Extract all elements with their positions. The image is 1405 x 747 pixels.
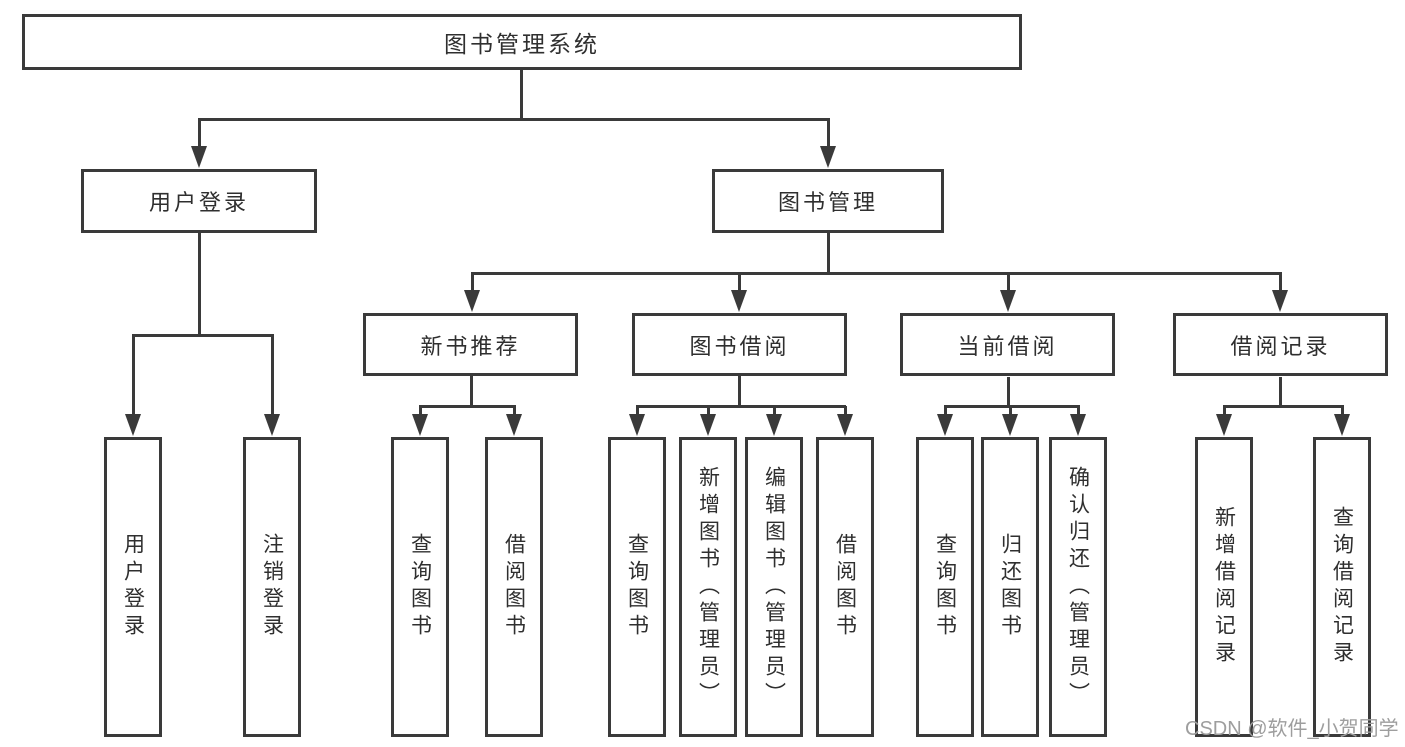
- leaf-add-borrow-record-label: 新增借阅记录: [1212, 506, 1236, 668]
- node-new-book-recommend-label: 新书推荐: [420, 333, 521, 359]
- leaf-edit-books-admin: 编辑图书（管理员）: [745, 437, 803, 737]
- connector-line: [773, 406, 776, 416]
- watermark: CSDN @软件_小贺同学: [1185, 718, 1399, 740]
- leaf-confirm-return-admin: 确认归还（管理员）: [1049, 437, 1107, 737]
- leaf-query-borrow-record: 查询借阅记录: [1313, 437, 1371, 737]
- arrowhead-down-icon: [1002, 414, 1018, 436]
- connector-line: [198, 233, 201, 336]
- arrowhead-down-icon: [1272, 290, 1288, 312]
- leaf-query-books-borrowing-label: 查询图书: [625, 533, 649, 641]
- connector-line: [419, 406, 422, 416]
- leaf-borrow-books-label: 借阅图书: [833, 533, 857, 641]
- arrowhead-down-icon: [264, 414, 280, 436]
- connector-line: [944, 406, 947, 416]
- connector-line: [198, 118, 830, 121]
- node-borrowing-records: 借阅记录: [1173, 313, 1388, 376]
- connector-line: [471, 274, 474, 292]
- connector-line: [944, 405, 1080, 408]
- node-new-book-recommend: 新书推荐: [363, 313, 578, 376]
- connector-line: [1279, 274, 1282, 292]
- leaf-query-books-borrowing: 查询图书: [608, 437, 666, 737]
- leaf-logout-label: 注销登录: [260, 533, 284, 641]
- node-current-borrowing: 当前借阅: [900, 313, 1115, 376]
- node-root-label: 图书管理系统: [444, 31, 600, 57]
- leaf-return-books-label: 归还图书: [998, 533, 1022, 641]
- leaf-logout: 注销登录: [243, 437, 301, 737]
- arrowhead-down-icon: [937, 414, 953, 436]
- connector-line: [198, 119, 201, 148]
- leaf-borrow-books-recommend-label: 借阅图书: [502, 533, 526, 641]
- connector-line: [470, 376, 473, 407]
- arrowhead-down-icon: [766, 414, 782, 436]
- leaf-query-books-recommend-label: 查询图书: [408, 533, 432, 641]
- leaf-return-books: 归还图书: [981, 437, 1039, 737]
- node-current-borrowing-label: 当前借阅: [957, 333, 1058, 359]
- node-borrowing-records-label: 借阅记录: [1230, 333, 1331, 359]
- leaf-query-books-recommend: 查询图书: [391, 437, 449, 737]
- arrowhead-down-icon: [837, 414, 853, 436]
- node-user-login: 用户登录: [81, 169, 317, 233]
- arrowhead-down-icon: [1216, 414, 1232, 436]
- arrowhead-down-icon: [820, 146, 836, 168]
- leaf-edit-books-admin-label: 编辑图书（管理员）: [762, 465, 786, 709]
- connector-line: [132, 334, 274, 337]
- connector-line: [1007, 274, 1010, 292]
- leaf-query-books-current: 查询图书: [916, 437, 974, 737]
- arrowhead-down-icon: [412, 414, 428, 436]
- leaf-borrow-books: 借阅图书: [816, 437, 874, 737]
- arrowhead-down-icon: [629, 414, 645, 436]
- leaf-borrow-books-recommend: 借阅图书: [485, 437, 543, 737]
- connector-line: [707, 406, 710, 416]
- leaf-query-borrow-record-label: 查询借阅记录: [1330, 506, 1354, 668]
- arrowhead-down-icon: [191, 146, 207, 168]
- arrowhead-down-icon: [731, 290, 747, 312]
- arrowhead-down-icon: [464, 290, 480, 312]
- leaf-query-books-current-label: 查询图书: [933, 533, 957, 641]
- connector-line: [1279, 377, 1282, 407]
- leaf-add-books-admin: 新增图书（管理员）: [679, 437, 737, 737]
- leaf-user-login: 用户登录: [104, 437, 162, 737]
- connector-line: [513, 406, 516, 416]
- node-book-management: 图书管理: [712, 169, 944, 233]
- connector-line: [1009, 406, 1012, 416]
- connector-line: [520, 70, 523, 120]
- connector-line: [1007, 377, 1010, 407]
- leaf-confirm-return-admin-label: 确认归还（管理员）: [1066, 465, 1090, 709]
- node-book-borrowing: 图书借阅: [632, 313, 847, 376]
- arrowhead-down-icon: [1070, 414, 1086, 436]
- connector-line: [471, 272, 1282, 275]
- arrowhead-down-icon: [1000, 290, 1016, 312]
- connector-line: [1223, 405, 1344, 408]
- connector-line: [132, 335, 135, 415]
- connector-line: [1077, 406, 1080, 416]
- connector-line: [1341, 406, 1344, 416]
- connector-line: [738, 376, 741, 407]
- node-book-borrowing-label: 图书借阅: [689, 333, 790, 359]
- connector-line: [738, 274, 741, 292]
- connector-line: [636, 406, 639, 416]
- arrowhead-down-icon: [700, 414, 716, 436]
- leaf-user-login-label: 用户登录: [121, 533, 145, 641]
- node-user-login-label: 用户登录: [148, 190, 249, 215]
- arrowhead-down-icon: [1334, 414, 1350, 436]
- node-root: 图书管理系统: [22, 14, 1022, 70]
- connector-line: [844, 406, 847, 416]
- leaf-add-books-admin-label: 新增图书（管理员）: [696, 465, 720, 709]
- connector-line: [827, 233, 830, 274]
- arrowhead-down-icon: [125, 414, 141, 436]
- arrowhead-down-icon: [506, 414, 522, 436]
- connector-line: [271, 335, 274, 415]
- leaf-add-borrow-record: 新增借阅记录: [1195, 437, 1253, 737]
- connector-line: [419, 405, 516, 408]
- connector-line: [827, 119, 830, 148]
- node-book-management-label: 图书管理: [777, 190, 878, 215]
- connector-line: [1223, 406, 1226, 416]
- connector-line: [636, 405, 846, 408]
